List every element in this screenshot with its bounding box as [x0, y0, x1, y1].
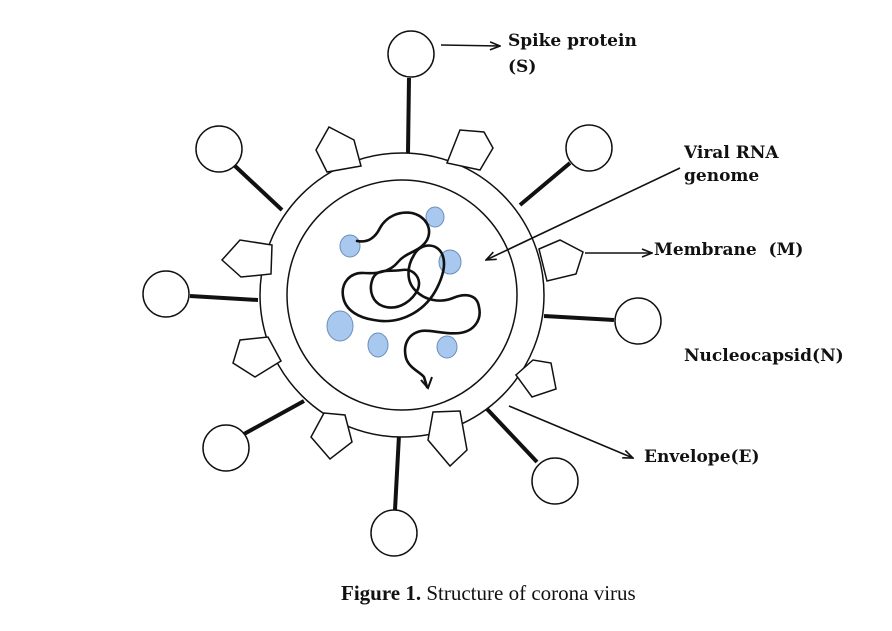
nucleocapsid-protein	[425, 206, 445, 228]
membrane-protein	[315, 126, 362, 173]
membrane-protein	[232, 336, 282, 378]
rna-genome-loop	[369, 268, 421, 309]
membrane-proteins	[220, 126, 584, 468]
label-nucleocapsid: Nucleocapsid(N)	[684, 346, 844, 366]
spike	[142, 270, 259, 318]
label-spike-protein: Spike protein	[508, 31, 637, 51]
membrane-protein	[220, 239, 273, 278]
caption-text: Structure of corona virus	[421, 581, 636, 605]
spike-arrow	[440, 45, 500, 46]
rna-genome-end-arrow	[420, 376, 433, 390]
nucleocapsid-protein	[326, 310, 354, 342]
label-spike-code: (S)	[508, 57, 536, 77]
spike	[543, 297, 662, 345]
membrane-protein	[445, 129, 494, 171]
label-envelope: Envelope(E)	[644, 447, 760, 467]
spike	[518, 124, 613, 207]
membrane-protein	[514, 359, 557, 398]
envelope-arrow	[508, 405, 633, 458]
rna-genome-strand	[341, 211, 481, 389]
spike	[195, 125, 284, 212]
nucleocapsid-protein	[367, 332, 389, 358]
membrane-protein	[310, 412, 353, 461]
label-arrows	[440, 45, 681, 458]
label-membrane: Membrane (M)	[654, 240, 803, 260]
spike	[202, 399, 305, 472]
spike-proteins	[142, 30, 662, 557]
caption-prefix: Figure 1.	[341, 581, 421, 605]
rna-arrow	[486, 167, 681, 260]
label-viral-rna: Viral RNA	[683, 143, 779, 163]
spike	[370, 434, 418, 557]
spike	[387, 30, 435, 154]
label-genome: genome	[684, 166, 759, 186]
nucleocapsid-protein	[436, 335, 458, 359]
membrane-protein	[427, 410, 468, 468]
envelope-inner	[286, 179, 518, 411]
nucleocapsid-protein	[339, 234, 361, 258]
spike	[485, 407, 579, 505]
membrane-protein	[538, 239, 584, 282]
figure-caption: Figure 1. Structure of corona virus	[341, 581, 636, 605]
